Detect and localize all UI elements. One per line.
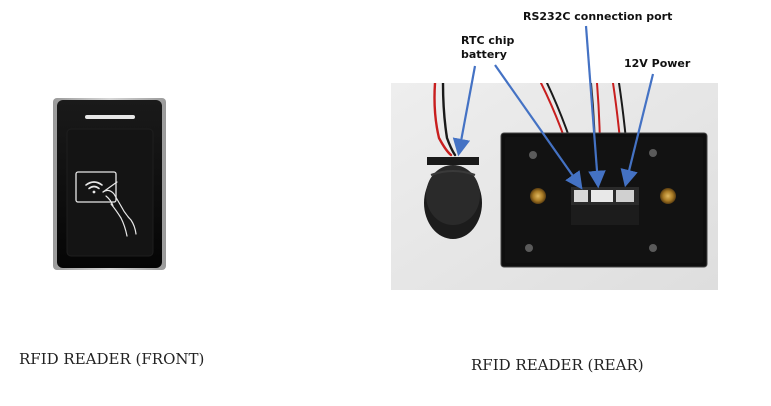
- card-outline-icon: [75, 171, 117, 203]
- status-light-bar: [85, 115, 135, 119]
- rfid-reader-rear-photo: [391, 83, 718, 290]
- rfid-reader-front-illustration: [53, 98, 166, 270]
- mounting-hole: [529, 151, 537, 159]
- rtc-connector: [574, 190, 588, 202]
- rtc-battery-holder: [424, 157, 482, 239]
- battery-wires: [433, 83, 457, 157]
- rs232-callout-label: RS232C connection port: [523, 10, 673, 23]
- brass-screw: [530, 188, 546, 204]
- power-callout-label: 12V Power: [624, 57, 691, 70]
- brass-screw: [660, 188, 676, 204]
- rear-caption: RFID READER (REAR): [471, 356, 644, 374]
- hand-icon: [102, 181, 137, 237]
- rfid-reader-front-photo: [51, 96, 168, 272]
- rtc-callout-label: RTC chip battery: [461, 34, 515, 61]
- mounting-hole: [649, 244, 657, 252]
- power-connector: [616, 190, 634, 202]
- connector-shadow: [571, 205, 639, 225]
- rfid-reader-rear-illustration: [391, 83, 718, 290]
- rs232-connector: [591, 190, 613, 202]
- mounting-hole: [525, 244, 533, 252]
- mounting-hole: [649, 149, 657, 157]
- front-caption: RFID READER (FRONT): [19, 350, 205, 368]
- wifi-icon: [85, 181, 103, 194]
- touch-panel: [66, 128, 154, 257]
